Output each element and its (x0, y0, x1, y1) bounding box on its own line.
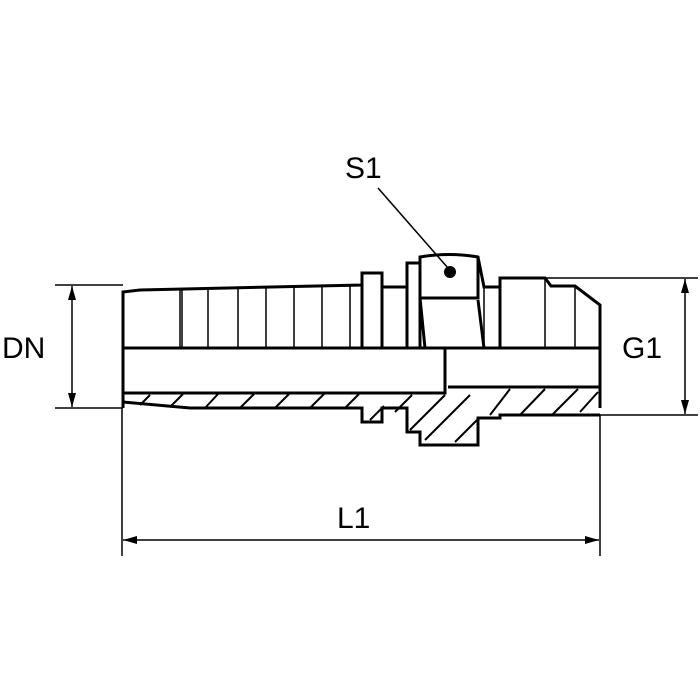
g1-dimension (545, 277, 698, 416)
l1-label: L1 (337, 502, 370, 535)
dn-label: DN (2, 332, 45, 365)
l1-dimension (121, 408, 601, 556)
dn-dimension (55, 284, 123, 409)
section-hatching (139, 388, 599, 443)
bore (123, 346, 600, 395)
hex-nut (418, 257, 480, 349)
hose-tail-barbs (179, 263, 576, 349)
hose-fitting (121, 253, 602, 447)
nut-marker (444, 266, 456, 278)
g1-label: G1 (622, 332, 662, 365)
s1-label: S1 (345, 152, 382, 185)
s1-leader-line (377, 187, 449, 269)
